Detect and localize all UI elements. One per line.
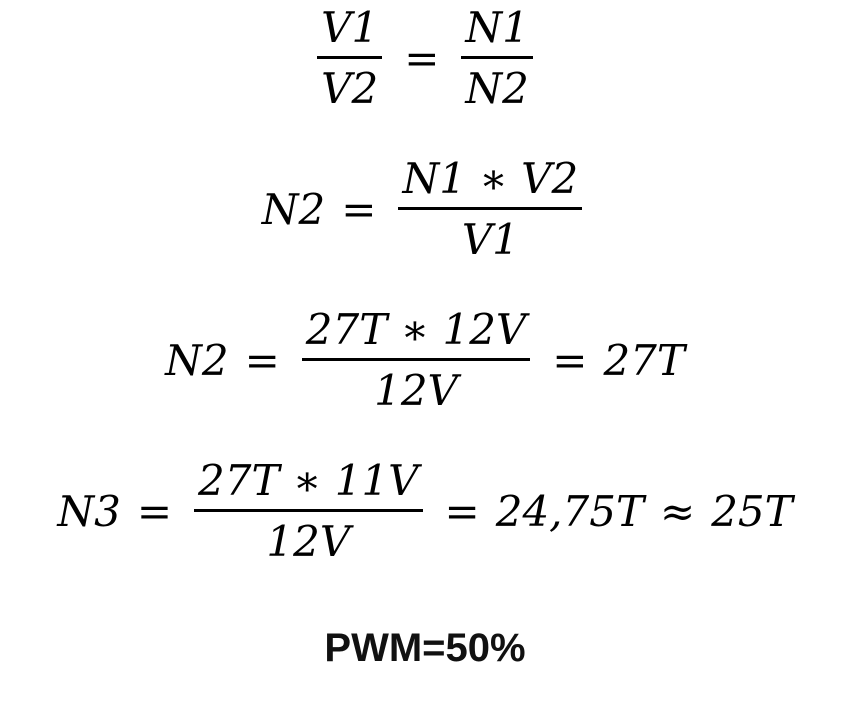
- equals-sign: =: [244, 336, 280, 386]
- fraction: N1 ∗ V2 V1: [392, 154, 588, 265]
- numerator: V1: [321, 3, 379, 52]
- denominator: N2: [465, 64, 529, 114]
- equation-n3-calculation: N3 = 27T ∗ 11V 12V = 24,75T ≈ 25T: [0, 456, 850, 567]
- numerator: 27T ∗ 11V: [198, 456, 419, 505]
- fraction-bar: [461, 56, 533, 60]
- approx-term: 25T: [711, 487, 793, 537]
- equation-n2-calculation: N2 = 27T ∗ 12V 12V = 27T: [0, 305, 850, 416]
- lhs-term: N2: [165, 336, 229, 386]
- lhs-term: N2: [261, 185, 326, 235]
- fraction-bar: [301, 358, 531, 362]
- denominator: V2: [321, 64, 379, 114]
- equals-sign: =: [136, 487, 173, 537]
- denominator: 12V: [266, 517, 351, 567]
- equals-sign: =: [444, 487, 480, 537]
- result-term: 27T: [603, 336, 685, 386]
- approx-sign: ≈: [659, 487, 696, 537]
- equals-sign: =: [404, 34, 440, 84]
- fraction-bar: [398, 207, 583, 211]
- fraction-bar: [194, 509, 423, 513]
- equals-sign: =: [552, 336, 588, 386]
- fraction-v1-over-v2: V1 V2: [311, 3, 388, 114]
- fraction: 27T ∗ 12V 12V: [296, 305, 536, 416]
- fraction-n1-over-n2: N1 N2: [455, 3, 538, 114]
- pwm-label: PWM=50%: [324, 626, 526, 670]
- denominator: V1: [461, 215, 519, 265]
- lhs-term: N3: [57, 487, 121, 537]
- result-term: 24,75T: [495, 487, 644, 537]
- equation-voltage-turns-ratio: V1 V2 = N1 N2: [0, 3, 850, 114]
- numerator: N1: [465, 3, 529, 52]
- equals-sign: =: [341, 185, 377, 235]
- fraction-bar: [317, 56, 383, 60]
- denominator: 12V: [374, 366, 458, 416]
- numerator: N1 ∗ V2: [402, 154, 579, 203]
- fraction: 27T ∗ 11V 12V: [188, 456, 428, 567]
- equation-n2-formula: N2 = N1 ∗ V2 V1: [0, 154, 850, 265]
- numerator: 27T ∗ 12V: [305, 305, 527, 354]
